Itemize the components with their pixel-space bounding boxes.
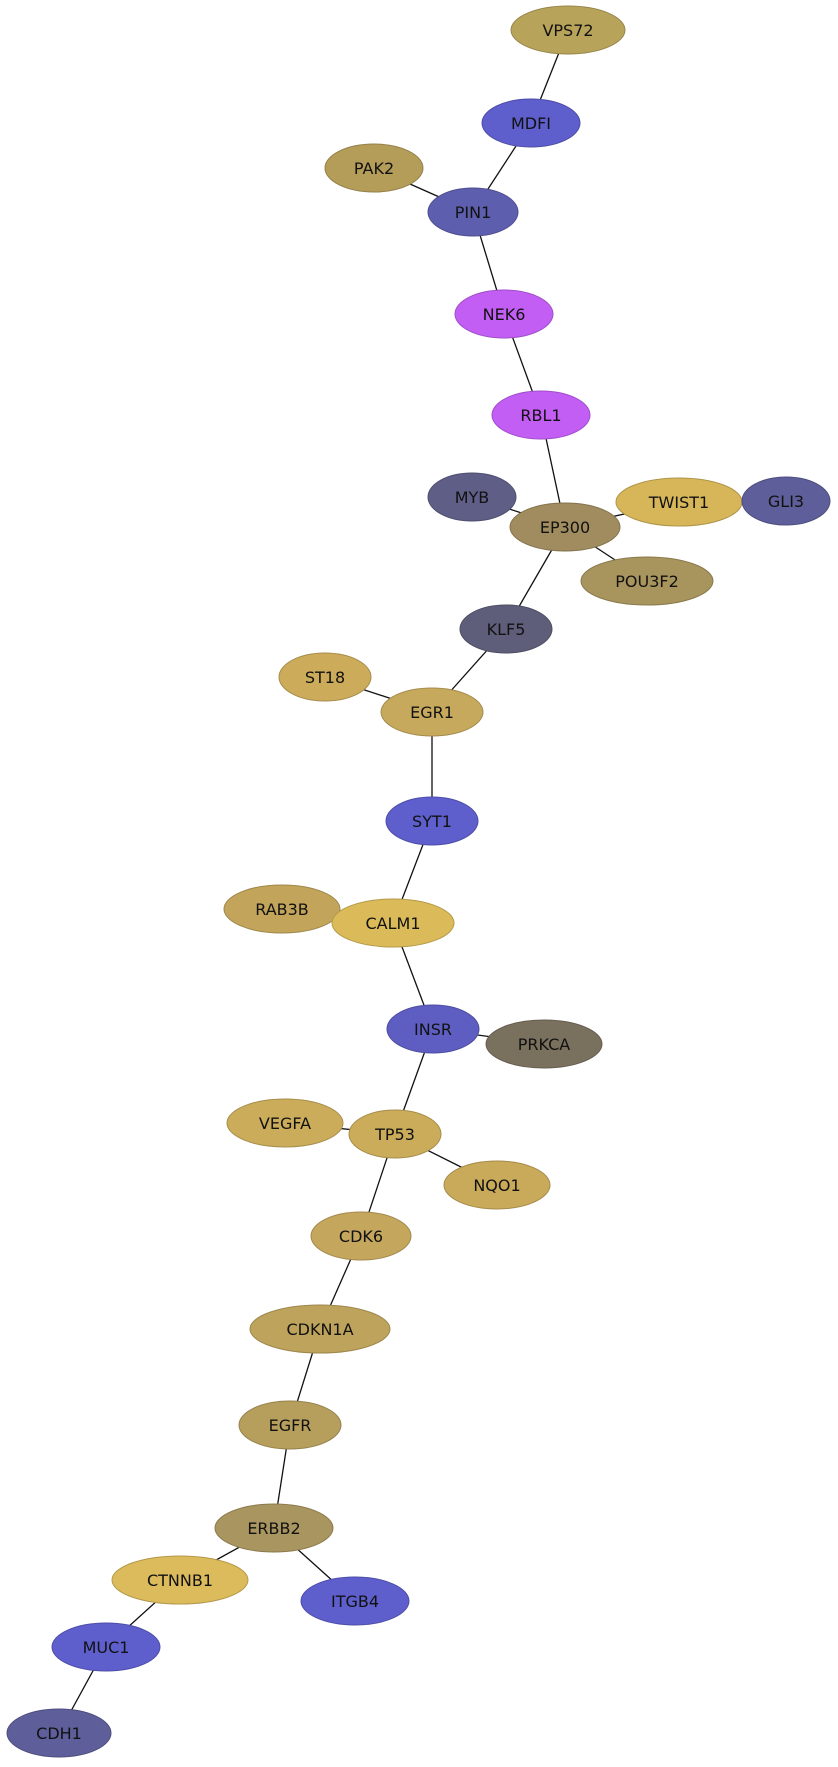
node-cdkn1a[interactable]: CDKN1A: [249, 1304, 391, 1354]
node-label: MYB: [455, 488, 490, 507]
node-label: CDKN1A: [286, 1320, 353, 1339]
node-twist1[interactable]: TWIST1: [615, 477, 743, 527]
node-shape: [278, 652, 372, 702]
node-shape: [51, 1622, 161, 1672]
node-shape: [741, 476, 831, 526]
node-tp53[interactable]: TP53: [348, 1109, 442, 1159]
node-shape: [223, 884, 341, 934]
node-label: SYT1: [412, 812, 452, 831]
node-label: RBL1: [520, 406, 561, 425]
node-shape: [386, 1004, 480, 1054]
node-shape: [6, 1708, 112, 1758]
node-ep300[interactable]: EP300: [509, 502, 621, 552]
node-egfr[interactable]: EGFR: [238, 1400, 342, 1450]
node-vps72[interactable]: VPS72: [510, 5, 626, 55]
node-itgb4[interactable]: ITGB4: [300, 1576, 410, 1626]
node-label: MUC1: [83, 1638, 130, 1657]
node-label: PAK2: [354, 159, 394, 178]
node-shape: [310, 1211, 412, 1261]
node-egr1[interactable]: EGR1: [380, 687, 484, 737]
node-pin1[interactable]: PIN1: [427, 187, 519, 237]
node-ctnnb1[interactable]: CTNNB1: [111, 1555, 249, 1605]
node-label: CDH1: [36, 1724, 82, 1743]
node-rbl1[interactable]: RBL1: [491, 390, 591, 440]
node-label: INSR: [414, 1020, 452, 1039]
node-myb[interactable]: MYB: [427, 472, 517, 522]
node-calm1[interactable]: CALM1: [331, 898, 455, 948]
node-pou3f2[interactable]: POU3F2: [580, 556, 714, 606]
node-shape: [226, 1098, 344, 1148]
node-shape: [249, 1304, 391, 1354]
node-shape: [485, 1019, 603, 1069]
node-label: TP53: [374, 1125, 415, 1144]
node-cdh1[interactable]: CDH1: [6, 1708, 112, 1758]
node-label: EGFR: [269, 1416, 312, 1435]
node-label: CTNNB1: [147, 1571, 213, 1590]
node-label: POU3F2: [615, 572, 679, 591]
node-vegfa[interactable]: VEGFA: [226, 1098, 344, 1148]
node-shape: [510, 5, 626, 55]
node-shape: [427, 187, 519, 237]
node-label: CALM1: [365, 914, 420, 933]
node-label: KLF5: [487, 620, 526, 639]
node-label: RAB3B: [255, 900, 309, 919]
node-shape: [348, 1109, 442, 1159]
node-syt1[interactable]: SYT1: [385, 796, 479, 846]
node-shape: [331, 898, 455, 948]
node-label: EP300: [540, 518, 590, 537]
node-shape: [509, 502, 621, 552]
node-shape: [481, 98, 581, 148]
node-shape: [385, 796, 479, 846]
node-label: VEGFA: [259, 1114, 311, 1133]
node-label: CDK6: [339, 1227, 383, 1246]
node-muc1[interactable]: MUC1: [51, 1622, 161, 1672]
node-gli3[interactable]: GLI3: [741, 476, 831, 526]
node-shape: [580, 556, 714, 606]
node-rab3b[interactable]: RAB3B: [223, 884, 341, 934]
node-shape: [238, 1400, 342, 1450]
node-label: PRKCA: [518, 1035, 571, 1054]
node-erbb2[interactable]: ERBB2: [214, 1503, 334, 1553]
node-label: NQO1: [473, 1176, 520, 1195]
node-shape: [300, 1576, 410, 1626]
node-shape: [380, 687, 484, 737]
node-st18[interactable]: ST18: [278, 652, 372, 702]
node-nek6[interactable]: NEK6: [454, 289, 554, 339]
node-shape: [214, 1503, 334, 1553]
node-cdk6[interactable]: CDK6: [310, 1211, 412, 1261]
node-shape: [111, 1555, 249, 1605]
node-prkca[interactable]: PRKCA: [485, 1019, 603, 1069]
node-nqo1[interactable]: NQO1: [443, 1160, 551, 1210]
node-label: GLI3: [768, 492, 804, 511]
node-pak2[interactable]: PAK2: [324, 143, 424, 193]
node-label: MDFI: [511, 114, 551, 133]
node-label: VPS72: [542, 21, 593, 40]
node-label: ST18: [305, 668, 345, 687]
node-shape: [324, 143, 424, 193]
node-shape: [443, 1160, 551, 1210]
node-mdfi[interactable]: MDFI: [481, 98, 581, 148]
node-label: NEK6: [483, 305, 526, 324]
node-shape: [427, 472, 517, 522]
node-label: ITGB4: [331, 1592, 379, 1611]
node-label: ERBB2: [247, 1519, 300, 1538]
node-label: TWIST1: [648, 493, 709, 512]
node-klf5[interactable]: KLF5: [459, 604, 553, 654]
node-label: EGR1: [410, 703, 454, 722]
edge-layer: [58, 29, 680, 1734]
node-label: PIN1: [455, 203, 492, 222]
node-shape: [454, 289, 554, 339]
node-shape: [459, 604, 553, 654]
node-insr[interactable]: INSR: [386, 1004, 480, 1054]
node-shape: [491, 390, 591, 440]
